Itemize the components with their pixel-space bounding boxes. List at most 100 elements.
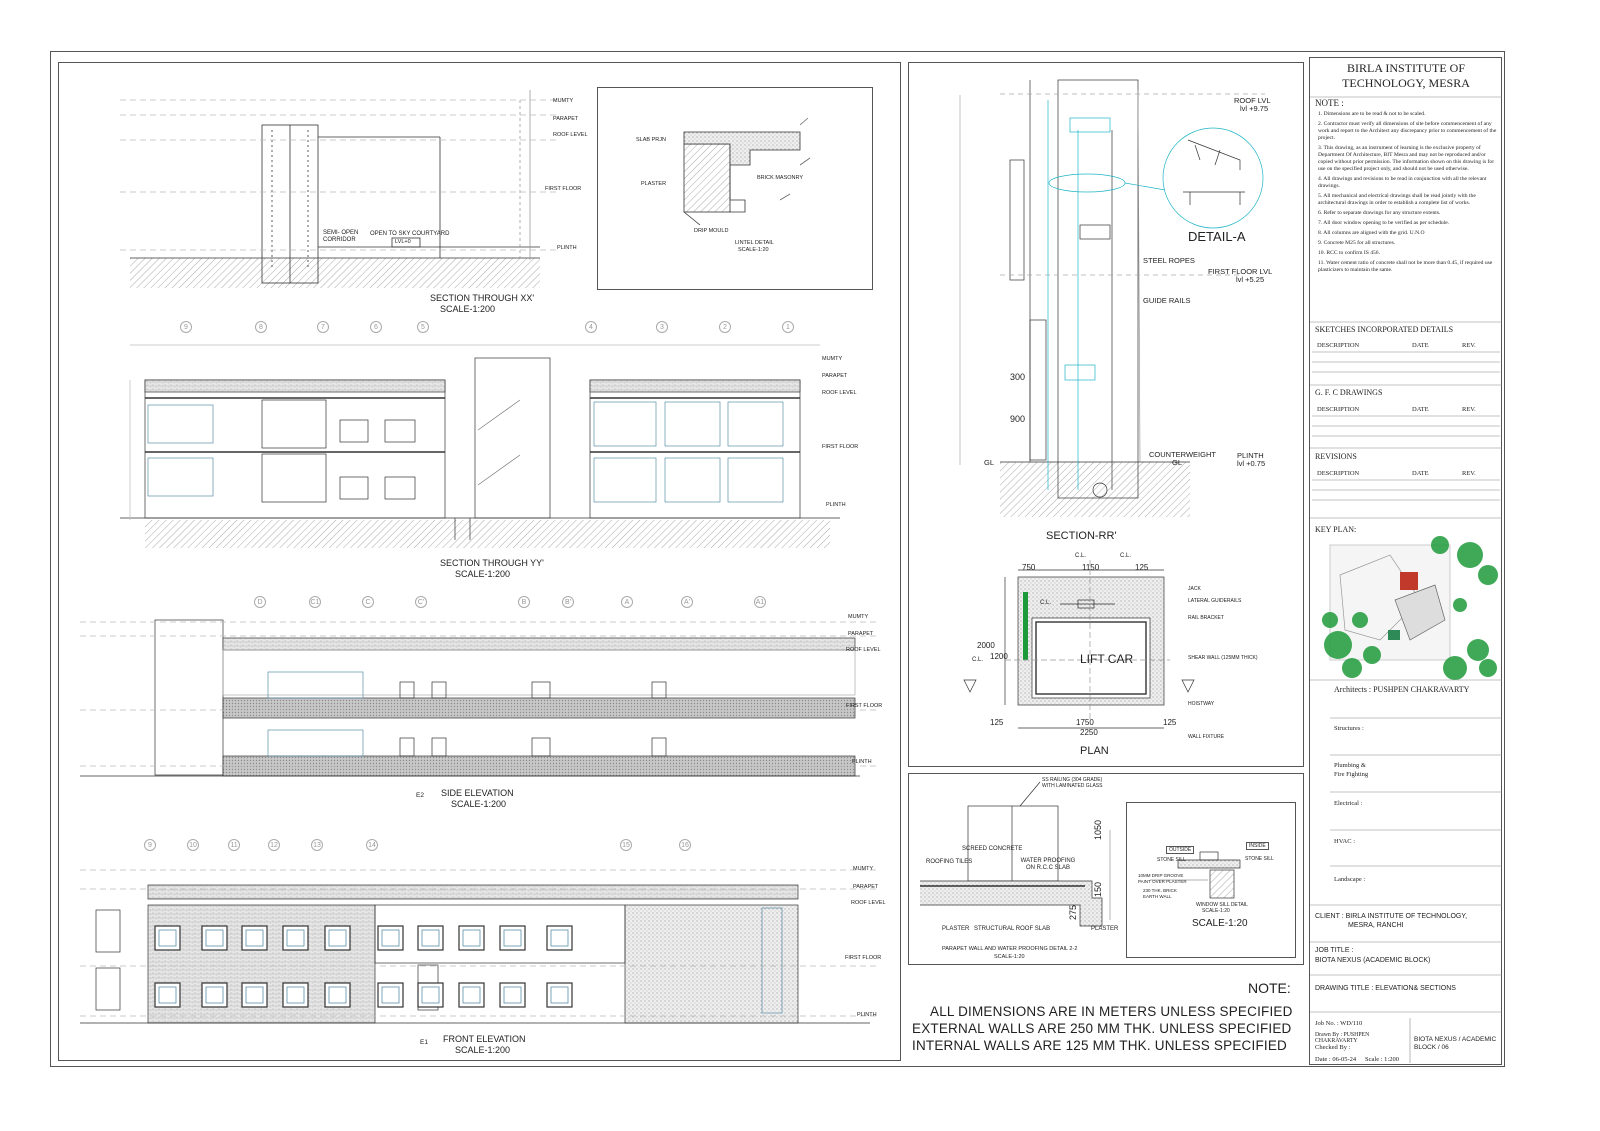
front-window-glass bbox=[205, 986, 224, 1004]
grid-bubble: 12 bbox=[268, 839, 280, 851]
rr-counterweight-label: COUNTERWEIGHT bbox=[1149, 450, 1216, 459]
sketches-heading: SKETCHES INCORPORATED DETAILS bbox=[1315, 325, 1454, 334]
front-window-glass bbox=[205, 929, 224, 947]
xx-roof-label: ROOF LEVEL bbox=[553, 132, 588, 138]
note-text: Contractor must verify all dimensions of… bbox=[1318, 121, 1497, 141]
big-note-line-3: INTERNAL WALLS ARE 125 MM THK. UNLESS SP… bbox=[912, 1038, 1288, 1053]
note-text: All door window opening to be verified a… bbox=[1323, 220, 1450, 226]
lift-plan-drawing bbox=[963, 560, 1195, 729]
grid-bubble: A bbox=[621, 596, 633, 608]
side-roof-label: ROOF LEVEL bbox=[846, 647, 881, 653]
front-window-glass bbox=[503, 929, 522, 947]
tree-icon bbox=[1457, 542, 1483, 568]
note-text: All drawings and revisions to be read in… bbox=[1318, 176, 1487, 189]
front-window-glass bbox=[503, 986, 522, 1004]
note-number: 9. bbox=[1318, 240, 1324, 246]
note-item: 6. Refer to separate drawings for any st… bbox=[1318, 210, 1498, 217]
institute-name-1: BIRLA INSTITUTE OF bbox=[1347, 61, 1465, 75]
side-plinth-label: PLINTH bbox=[852, 759, 872, 765]
grid-bubble: 3 bbox=[656, 321, 668, 333]
sill-inside-label: INSIDE bbox=[1246, 842, 1269, 850]
revisions-col-desc: DESCRIPTION bbox=[1317, 470, 1360, 477]
plumbing-label-1: Plumbing & bbox=[1334, 762, 1366, 769]
front-window-glass bbox=[381, 929, 400, 947]
electrical-label: Electrical : bbox=[1334, 800, 1363, 807]
plan-cl-top-2: C.L. bbox=[1120, 553, 1132, 559]
date-value: Date : 06-05-24 bbox=[1315, 1056, 1357, 1063]
sketches-col-desc: DESCRIPTION bbox=[1317, 342, 1360, 349]
plan-125a: 125 bbox=[1135, 563, 1149, 572]
note-number: 10. bbox=[1318, 250, 1327, 256]
sheet-border bbox=[50, 51, 1505, 1067]
lintel-slab-label: SLAB PRJN bbox=[636, 137, 666, 143]
note-item: 7. All door window opening to be verifie… bbox=[1318, 220, 1498, 227]
front-window-glass bbox=[550, 986, 569, 1004]
big-note-line-1: ALL DIMENSIONS ARE IN METERS UNLESS SPEC… bbox=[930, 1004, 1293, 1019]
lift-car-label: LIFT CAR bbox=[1080, 652, 1134, 666]
note-number: 5. bbox=[1318, 193, 1324, 199]
plan-1200: 1200 bbox=[990, 652, 1008, 661]
left-panel bbox=[58, 62, 901, 1061]
section-xx-scale: SCALE-1:200 bbox=[440, 304, 496, 314]
front-window-glass bbox=[328, 929, 347, 947]
side-elevation-drawing bbox=[80, 619, 880, 777]
note-item: 8. All columns are aligned with the grid… bbox=[1318, 230, 1498, 237]
side-first-floor-label: FIRST FLOOR bbox=[846, 703, 883, 709]
front-elevation-scale: SCALE-1:200 bbox=[455, 1045, 511, 1055]
parapet-slab-label: STRUCTURAL ROOF SLAB bbox=[974, 926, 1051, 932]
lintel-brick-label: BRICK MASONRY bbox=[757, 175, 804, 181]
front-window-glass bbox=[328, 986, 347, 1004]
front-window-glass bbox=[462, 929, 481, 947]
grid-bubble: 10 bbox=[187, 839, 199, 851]
section-xx-title: SECTION THROUGH XX' bbox=[430, 293, 535, 303]
rr-plinth-label: PLINTH bbox=[1237, 451, 1264, 460]
plan-jack-label: JACK bbox=[1188, 586, 1201, 592]
plan-2250: 2250 bbox=[1080, 728, 1098, 737]
middle-panel-top bbox=[908, 62, 1304, 767]
section-yy-scale: SCALE-1:200 bbox=[455, 569, 511, 579]
front-windows bbox=[154, 925, 573, 1008]
note-number: 2. bbox=[1318, 121, 1324, 127]
title-block-lines bbox=[1310, 96, 1502, 1063]
grid-bubble: 5 bbox=[417, 321, 429, 333]
key-plan-heading: KEY PLAN: bbox=[1315, 525, 1357, 534]
note-text: RCC to confirm IS 456. bbox=[1326, 250, 1380, 256]
revisions-col-date: DATE bbox=[1412, 470, 1429, 477]
rr-gl-label: GL bbox=[984, 458, 995, 467]
key-plan-trees bbox=[1322, 536, 1498, 680]
sill-wall-label: 230 THK. BRICK EARTH WALL bbox=[1143, 888, 1177, 899]
grid-bubble: C bbox=[362, 596, 374, 608]
job-title-value: BIOTA NEXUS (ACADEMIC BLOCK) bbox=[1315, 957, 1431, 964]
parapet-detail-drawing bbox=[920, 781, 1111, 927]
grid-bubble: A' bbox=[681, 596, 693, 608]
sill-stone-label: STONE SILL bbox=[1157, 857, 1186, 863]
rr-guide-rails-label: GUIDE RAILS bbox=[1143, 296, 1191, 305]
xx-mumty-label: MUMTY bbox=[553, 98, 574, 104]
front-first-floor-label: FIRST FLOOR bbox=[845, 955, 882, 961]
front-elevation-drawing bbox=[80, 869, 880, 1024]
parapet-wp-label: WATER PROOFING ON R.C.C SLAB bbox=[1020, 858, 1076, 871]
parapet-1050: 1050 bbox=[1093, 819, 1103, 840]
title-block bbox=[1309, 57, 1502, 1065]
note-item: 5. All mechanical and electrical drawing… bbox=[1318, 193, 1498, 207]
yy-first-floor-label: FIRST FLOOR bbox=[822, 444, 859, 450]
note-item: 3. This drawing, as an instrument of lea… bbox=[1318, 145, 1498, 173]
plan-750: 750 bbox=[1022, 563, 1036, 572]
note-item: 11. Water cement ratio of concrete shall… bbox=[1318, 260, 1498, 274]
grid-bubble: 4 bbox=[585, 321, 597, 333]
grid-bubble: 2 bbox=[719, 321, 731, 333]
tree-icon bbox=[1431, 536, 1449, 554]
plumbing-label-2: Fire Fighting bbox=[1334, 771, 1369, 778]
section-xx-drawing bbox=[120, 90, 560, 288]
plan-125b: 125 bbox=[990, 718, 1004, 727]
grid-bubble: C1 bbox=[309, 596, 321, 608]
tree-icon bbox=[1453, 598, 1467, 612]
lintel-scale: SCALE-1:20 bbox=[738, 247, 769, 253]
plan-cl-mid: C.L. bbox=[1040, 600, 1052, 606]
drawn-by: Drawn By : PUSHPEN CHAKRAVARTY bbox=[1315, 1032, 1370, 1044]
grid-bubble: 1 bbox=[782, 321, 794, 333]
front-parapet-label: PARAPET bbox=[853, 884, 879, 890]
gfc-col-rev: REV. bbox=[1462, 406, 1476, 413]
gfc-col-date: DATE bbox=[1412, 406, 1429, 413]
sheet-no-1: BIOTA NEXUS / ACADEMIC bbox=[1414, 1036, 1497, 1043]
